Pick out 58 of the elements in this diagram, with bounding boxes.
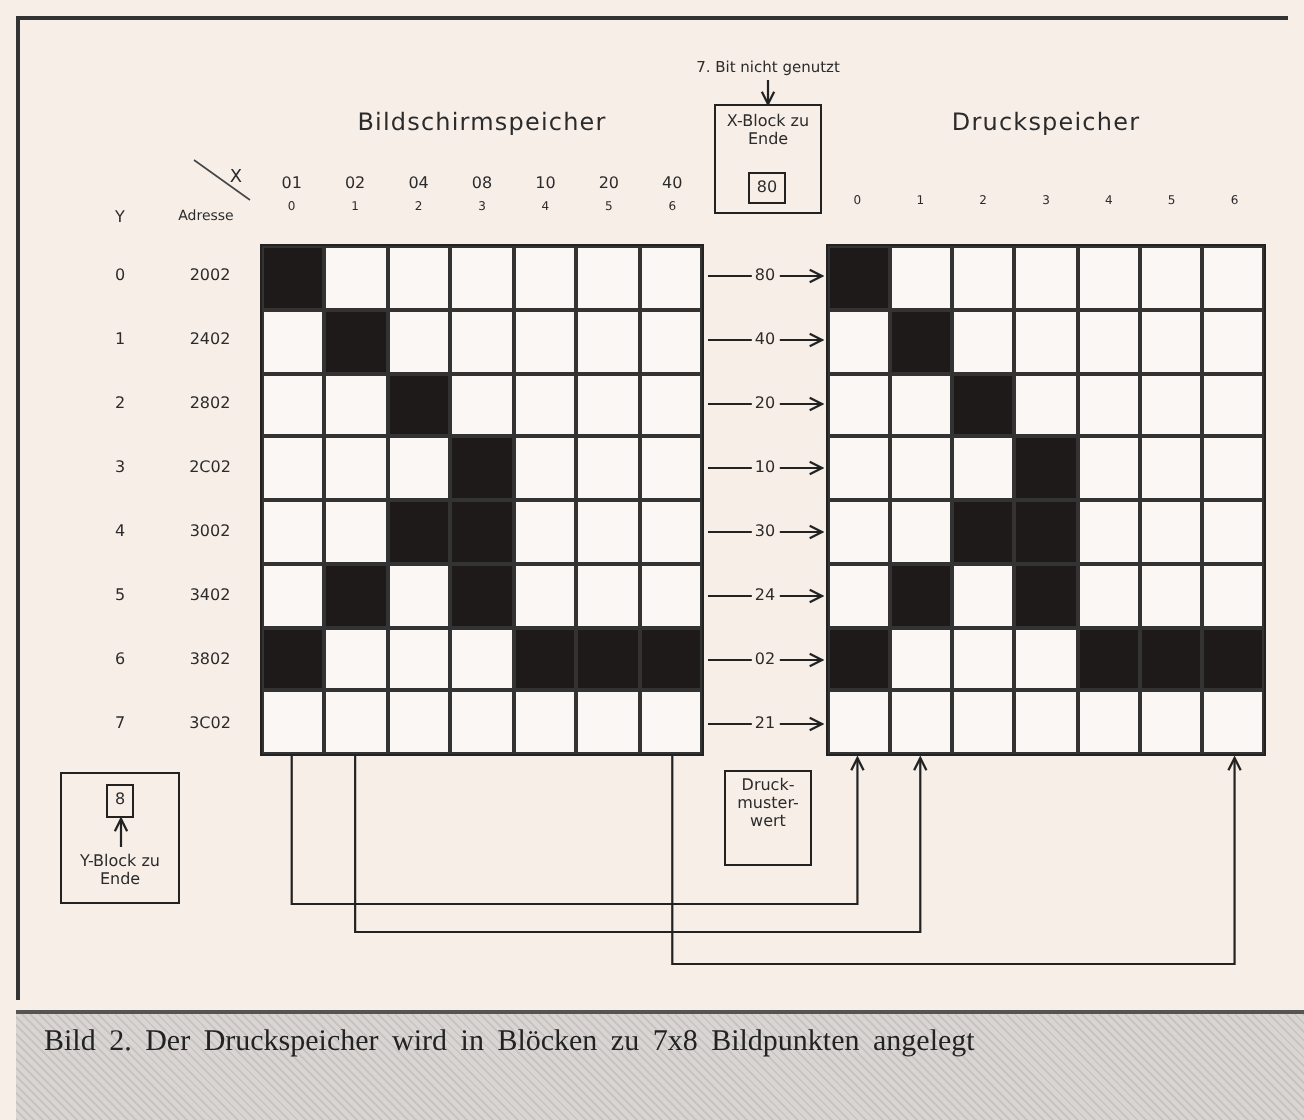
column-value: 10 (533, 176, 558, 192)
arrow (113, 817, 129, 847)
memory-address: 2402 (187, 332, 233, 348)
memory-address: 2C02 (187, 460, 233, 476)
value-box (748, 172, 786, 204)
block-box (60, 772, 180, 904)
memory-address: 3802 (187, 652, 233, 668)
column-value: 20 (596, 176, 622, 192)
arrow (708, 268, 824, 284)
edge-label: 20 (750, 396, 780, 412)
axis-label: Y (113, 210, 127, 226)
row-number: 7 (112, 716, 128, 732)
edge-label: 21 (750, 716, 780, 732)
column-value: 01 (279, 176, 304, 192)
node-text: X-Block zu Ende (724, 112, 812, 149)
arrow (760, 80, 776, 106)
arrow (708, 716, 824, 732)
edge-label: 80 (750, 268, 780, 284)
memory-address: 3002 (187, 524, 233, 540)
column-value: 40 (660, 176, 685, 192)
arrow (708, 652, 824, 668)
node-text: Druck- muster- wert (735, 776, 801, 832)
memory-heading: Bildschirmspeicher (355, 108, 609, 136)
edge-label: 02 (750, 652, 780, 668)
arrow (290, 756, 865, 906)
arrow (708, 460, 824, 476)
row-number: 2 (112, 396, 128, 412)
edge-label: 24 (750, 588, 780, 604)
memory-heading: Druckspeicher (949, 108, 1143, 136)
row-number: 5 (112, 588, 128, 604)
row-number: 4 (112, 524, 128, 540)
block-box (714, 104, 822, 214)
memory-address: 3402 (187, 588, 233, 604)
arrow (708, 524, 824, 540)
value-box (724, 770, 812, 866)
memory-address: 2002 (187, 268, 233, 284)
arrow (354, 756, 928, 934)
row-number: 3 (112, 460, 128, 476)
memory-address: 3C02 (187, 716, 233, 732)
column-value: 02 (342, 176, 368, 192)
caption: Bild 2. Der Druckspeicher wird in Blöcken zu 7x8 Bildpunkten angelegt (44, 1024, 977, 1062)
node-text: Y-Block zu Ende (78, 851, 162, 889)
node-text: 80 (756, 178, 778, 197)
arrow (708, 332, 824, 348)
row-number: 6 (112, 652, 128, 668)
arrow (708, 396, 824, 412)
arrow (671, 756, 1242, 966)
row-number: 1 (112, 332, 128, 348)
node-text: 8 (114, 790, 126, 809)
value-box (106, 784, 134, 818)
edge-label: 30 (750, 524, 780, 540)
edge-label: 40 (750, 332, 780, 348)
axis-label: X (227, 170, 245, 188)
column-value: 08 (469, 176, 495, 192)
row-number: 0 (112, 268, 128, 284)
column-value: 04 (406, 176, 431, 192)
memory-address: 2802 (187, 396, 233, 412)
edge-label: 10 (750, 460, 780, 476)
